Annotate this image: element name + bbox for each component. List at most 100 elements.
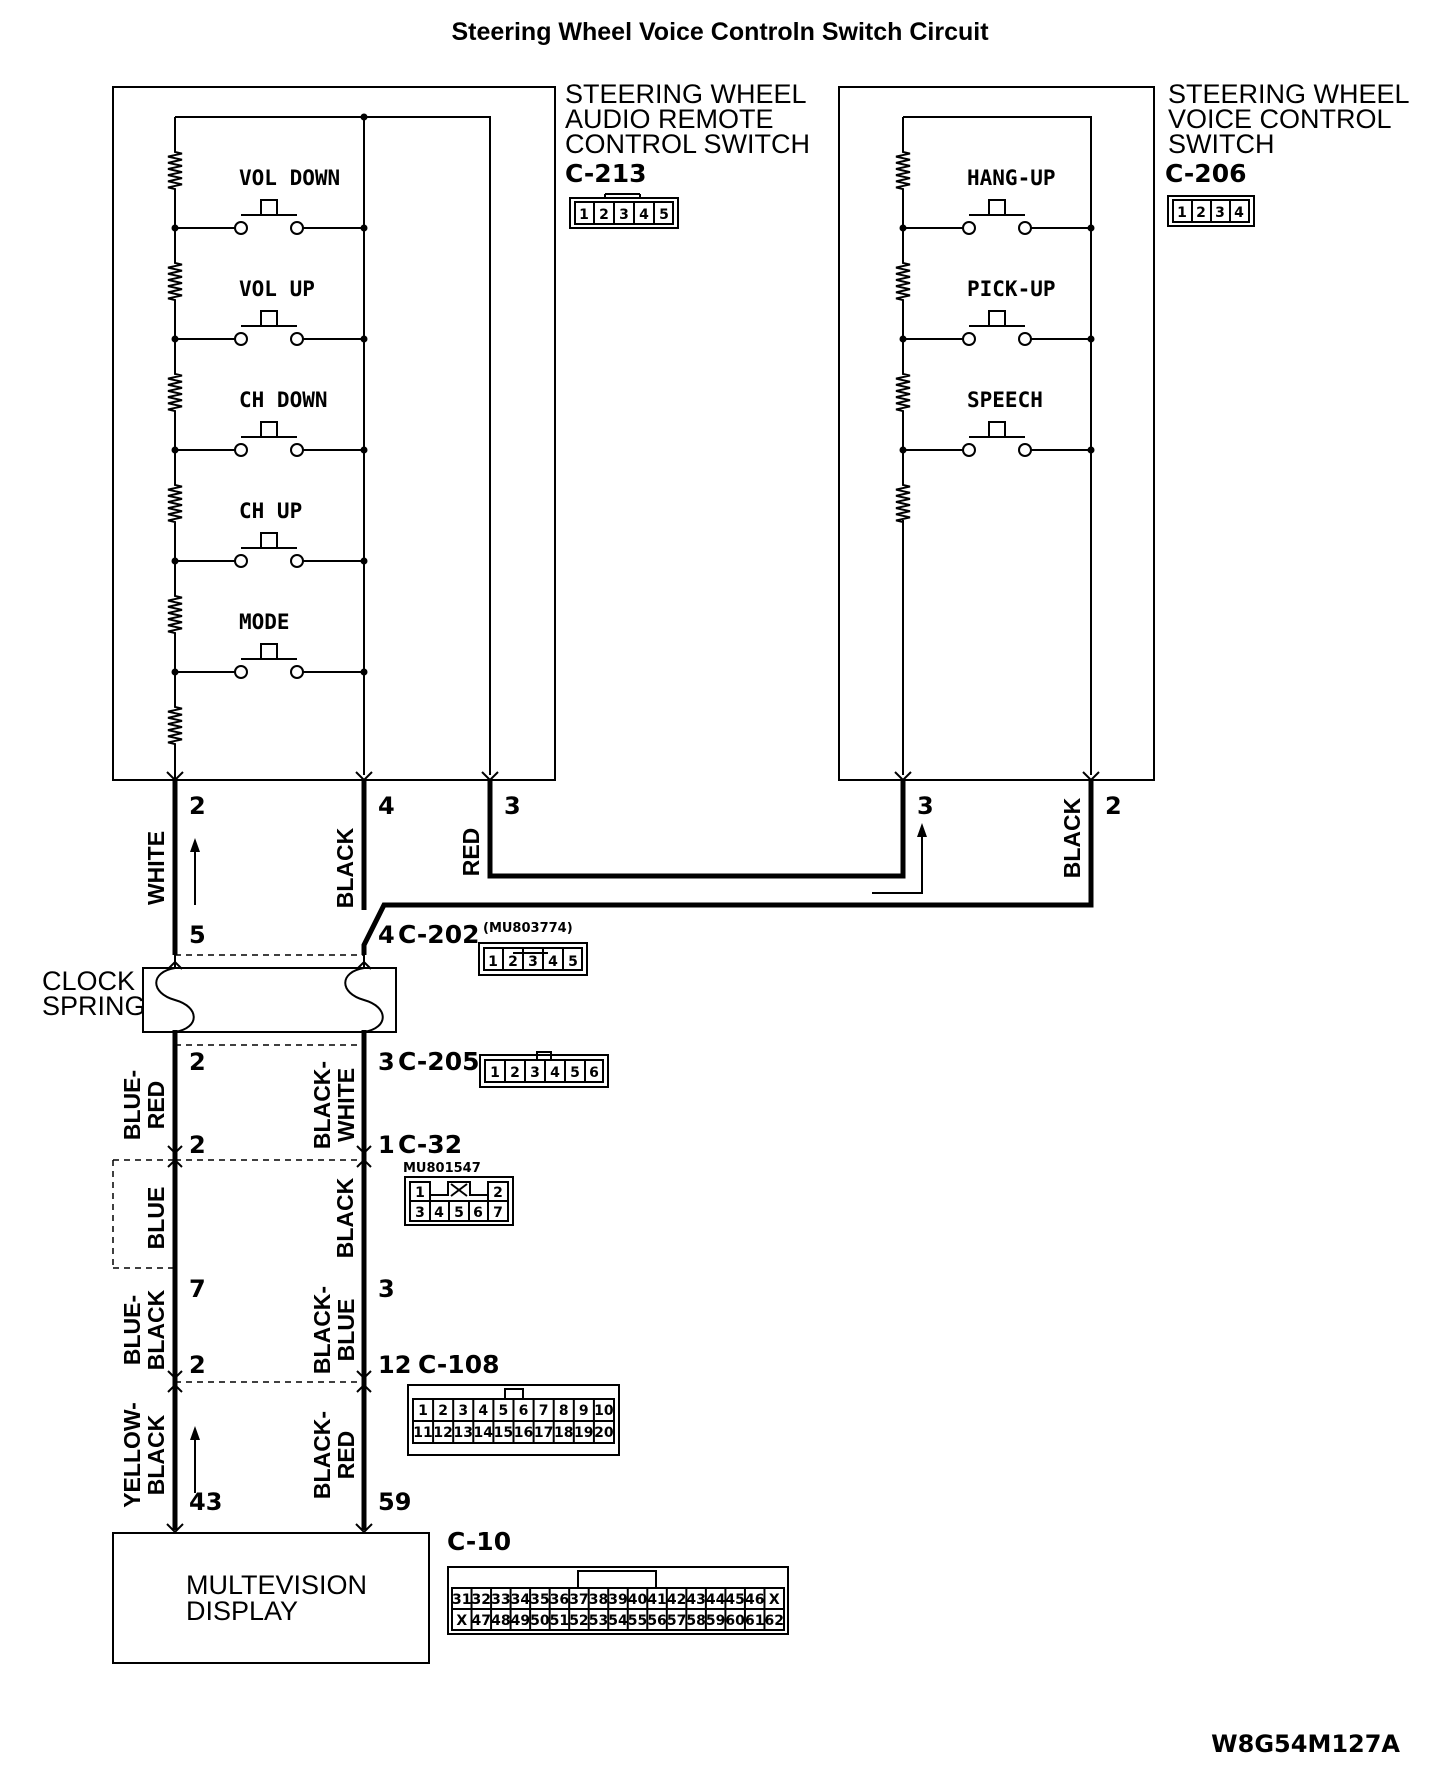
c108-pin: 17 — [534, 1425, 553, 1441]
c10-pin: 57 — [667, 1613, 686, 1629]
pin-c32-right: 1 — [378, 1131, 395, 1159]
c10-pin: X — [769, 1592, 780, 1608]
display-label-2: DISPLAY — [186, 1596, 298, 1626]
c202-connector-icon: 1 2 3 4 5 — [478, 942, 588, 976]
c108-pin: 5 — [499, 1403, 509, 1419]
pin-mid-right: 3 — [378, 1275, 395, 1303]
wire-black-blue-2: BLUE — [333, 1299, 359, 1362]
c10-pin: 36 — [550, 1592, 569, 1608]
c10-pin: 54 — [608, 1613, 628, 1629]
multevision-display-box — [112, 1532, 430, 1664]
c108-pin: 18 — [554, 1425, 573, 1441]
c10-pin: 39 — [608, 1592, 627, 1608]
pin-c205-left: 2 — [189, 1048, 206, 1076]
wire-blue: BLUE — [143, 1187, 169, 1250]
c205-pin-2: 2 — [510, 1065, 520, 1081]
c108-pin: 4 — [478, 1403, 488, 1419]
pin-voice-3: 3 — [917, 792, 934, 820]
resistor — [167, 481, 183, 526]
c32-pin-2: 2 — [493, 1185, 503, 1201]
voice-switch-box — [838, 86, 1155, 781]
c108-pin: 8 — [559, 1403, 569, 1419]
c10-pin: 37 — [569, 1592, 588, 1608]
voice-internal-wiring — [902, 116, 1092, 775]
switch-label: PICK-UP — [967, 277, 1056, 301]
c202-pin-1: 1 — [488, 954, 498, 970]
switch-label: MODE — [239, 610, 290, 634]
c32-part-number: MU801547 — [403, 1161, 481, 1176]
switch-mode: MODE — [171, 610, 368, 679]
voice-switch-label-2: VOICE CONTROL — [1168, 104, 1392, 134]
c108-pin: 10 — [594, 1403, 614, 1419]
wire-black-white-2: WHITE — [333, 1068, 359, 1142]
c10-pin: 62 — [764, 1613, 783, 1629]
resistor — [895, 481, 911, 526]
voice-switch-label-3: SWITCH — [1168, 129, 1274, 159]
resistor — [167, 592, 183, 637]
c10-pin: 35 — [530, 1592, 549, 1608]
wire-red: RED — [458, 828, 484, 877]
c32-pin-3: 3 — [415, 1205, 425, 1221]
c32-pin-1: 1 — [415, 1185, 425, 1201]
switch-label: CH UP — [239, 499, 302, 523]
c10-pin: 45 — [725, 1592, 744, 1608]
c206-connector-icon: 1 2 3 4 — [1167, 195, 1255, 227]
wire-blue-red-2: RED — [143, 1081, 169, 1130]
c10-pin: 32 — [472, 1592, 491, 1608]
switch-ch-up: CH UP — [171, 499, 368, 568]
c205-pin-3: 3 — [530, 1065, 540, 1081]
current-arrow-white — [190, 838, 200, 905]
clock-spring-label-1: CLOCK — [42, 966, 135, 996]
switch-ch-down: CH DOWN — [171, 388, 368, 457]
c108-pin: 9 — [579, 1403, 589, 1419]
c10-pin: 59 — [706, 1613, 725, 1629]
switch-label: SPEECH — [967, 388, 1043, 412]
c10-pin: 51 — [550, 1613, 569, 1629]
c32-pin-4: 4 — [434, 1205, 444, 1221]
terminal-chevron — [356, 1370, 372, 1380]
resistor — [895, 259, 911, 304]
terminal-chevron — [167, 1145, 183, 1155]
terminal-chevron — [356, 1383, 372, 1393]
pin-c32-left: 2 — [189, 1131, 206, 1159]
pin-c108-right: 12 — [378, 1351, 411, 1379]
current-arrow-yellow — [190, 1426, 200, 1493]
audio-switch-box — [112, 86, 556, 781]
c206-label: C-206 — [1165, 159, 1246, 188]
resistor — [167, 370, 183, 415]
c108-pin: 15 — [494, 1425, 513, 1441]
display-label-1: MULTEVISION — [186, 1570, 367, 1600]
c10-pin: 47 — [472, 1613, 491, 1629]
resistor — [167, 148, 183, 193]
c32-pin-7: 7 — [493, 1205, 503, 1221]
resistor — [895, 370, 911, 415]
audio-switch-label-2: AUDIO REMOTE — [565, 104, 774, 134]
c10-pin: 61 — [745, 1613, 764, 1629]
c206-pin-2: 2 — [1196, 205, 1206, 221]
c108-pin: 13 — [453, 1425, 472, 1441]
c213-pin-1: 1 — [579, 207, 589, 223]
c108-pin: 3 — [458, 1403, 468, 1419]
pin-mid-left: 7 — [189, 1275, 206, 1303]
wire-black-voice: BLACK — [1059, 797, 1085, 878]
switch-pick-up: PICK-UP — [899, 277, 1095, 346]
c10-pin: 58 — [686, 1613, 705, 1629]
c108-pin: 14 — [474, 1425, 494, 1441]
c10-pin: 52 — [569, 1613, 588, 1629]
resistor — [167, 259, 183, 304]
wire-black-blue-1: BLACK- — [309, 1286, 335, 1374]
c10-pin: 31 — [452, 1592, 471, 1608]
switch-hang-up: HANG-UP — [899, 166, 1095, 235]
c10-pin: 34 — [511, 1592, 531, 1608]
terminal-chevron — [894, 771, 912, 782]
clock-spring — [142, 954, 397, 1046]
c206-pin-4: 4 — [1234, 205, 1244, 221]
c108-pin: 16 — [514, 1425, 533, 1441]
resistor — [895, 148, 911, 193]
c213-pin-5: 5 — [659, 207, 669, 223]
wire-yellow-black-1: YELLOW- — [119, 1402, 145, 1508]
wire-blue-black-1: BLUE- — [119, 1295, 145, 1365]
pin-audio-4: 4 — [378, 792, 395, 820]
